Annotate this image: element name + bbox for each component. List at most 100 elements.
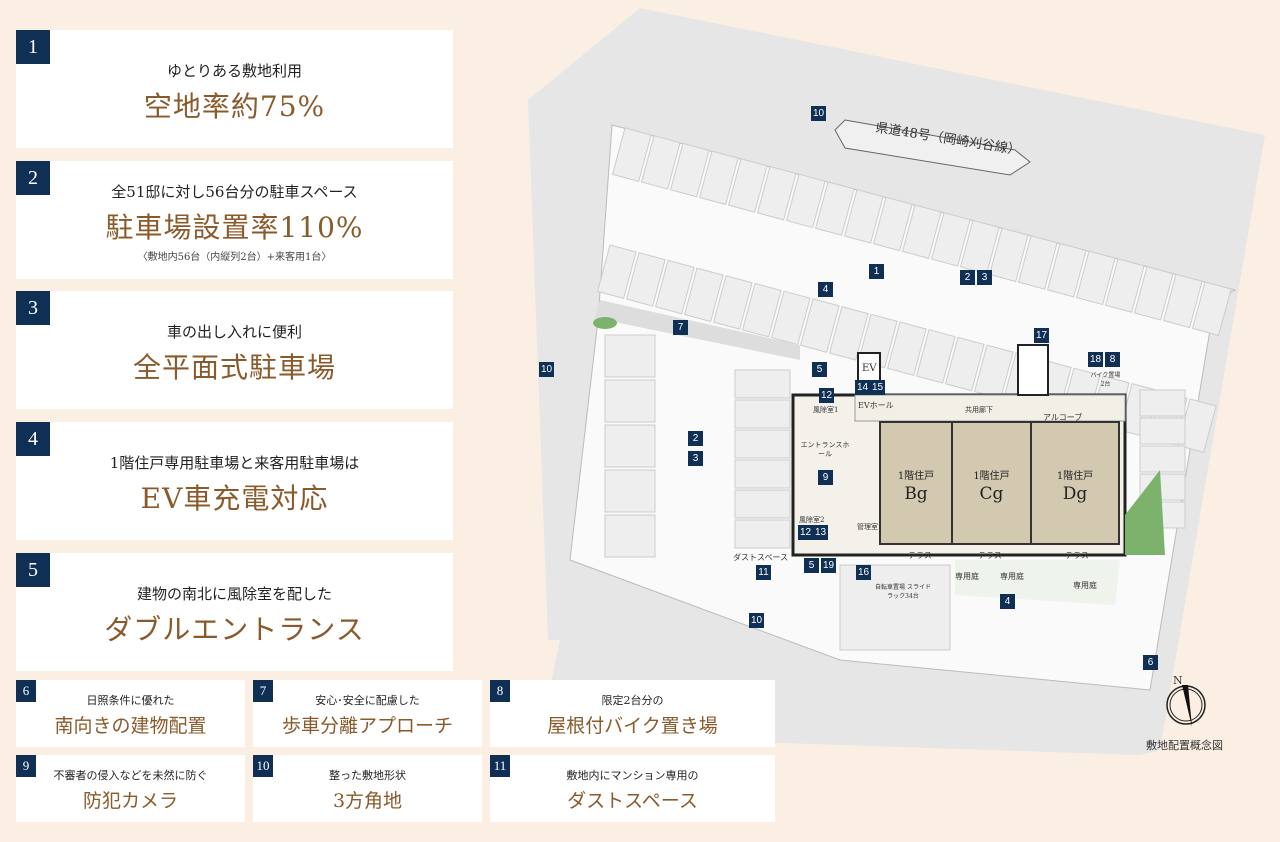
corridor-label: 共用廊下 bbox=[965, 406, 993, 414]
map-marker-3: 3 bbox=[977, 270, 992, 285]
parking-space bbox=[1133, 265, 1174, 321]
parking-space bbox=[1075, 250, 1116, 306]
parking-space bbox=[814, 181, 855, 236]
parking-space bbox=[930, 212, 971, 267]
parking-space bbox=[604, 379, 656, 423]
feature-number: 11 bbox=[490, 755, 510, 777]
feature-title: 全平面式駐車場 bbox=[132, 351, 336, 384]
feature-card-5: 5 建物の南北に風除室を配した ダブルエントランス bbox=[16, 553, 453, 671]
stairs-north bbox=[1017, 344, 1049, 396]
unit-name: Bg bbox=[904, 484, 928, 504]
feature-number: 3 bbox=[16, 291, 50, 325]
parking-space bbox=[1191, 281, 1232, 336]
feature-card-10: 10 整った敷地形状 3方角地 bbox=[253, 755, 482, 822]
parking-space bbox=[611, 127, 652, 182]
feature-number: 1 bbox=[16, 30, 50, 64]
feature-card-9: 9 不審者の侵入などを未然に防ぐ 防犯カメラ bbox=[16, 755, 245, 822]
feature-subtitle: 不審者の侵入などを未然に防ぐ bbox=[53, 769, 208, 782]
feature-number: 10 bbox=[253, 755, 273, 777]
feature-card-1: 1 ゆとりある敷地利用 空地率約75% bbox=[16, 30, 453, 148]
parking-space bbox=[734, 429, 791, 459]
parking-space bbox=[915, 329, 956, 384]
parking-space bbox=[683, 267, 724, 323]
feature-subtitle: 安心･安全に配慮した bbox=[315, 694, 420, 707]
map-marker-5: 5 bbox=[812, 362, 827, 377]
terrace-label: テラス bbox=[1065, 551, 1089, 560]
unit-floor: 1階住戸 bbox=[1056, 471, 1094, 482]
feature-title: 3方角地 bbox=[332, 790, 403, 812]
map-marker-2: 2 bbox=[688, 431, 703, 446]
parking-space bbox=[734, 369, 791, 399]
feature-title: 南向きの建物配置 bbox=[54, 715, 207, 737]
feature-number: 2 bbox=[16, 161, 50, 195]
map-marker-4: 4 bbox=[1000, 594, 1015, 609]
parking-space bbox=[625, 252, 666, 307]
feature-subtitle: 車の出し入れに便利 bbox=[166, 323, 302, 341]
road-label-arrow bbox=[834, 119, 1031, 176]
map-marker-12: 12 bbox=[819, 388, 835, 403]
parking-space bbox=[734, 489, 791, 519]
unit-bg: 1階住戸 Bg bbox=[880, 470, 952, 505]
ev-hall-label: EVホール bbox=[858, 401, 894, 410]
feature-title: 屋根付バイク置き場 bbox=[547, 715, 718, 737]
feature-title: ダブルエントランス bbox=[104, 613, 365, 646]
parking-space bbox=[1162, 273, 1203, 329]
map-marker-17: 17 bbox=[1034, 328, 1050, 343]
parking-space bbox=[1139, 445, 1186, 473]
feature-title: 歩車分離アプローチ bbox=[281, 715, 453, 737]
map-marker-10: 10 bbox=[749, 613, 765, 628]
feature-number: 4 bbox=[16, 422, 50, 456]
feature-subtitle: ゆとりある敷地利用 bbox=[166, 62, 302, 80]
map-marker-18: 18 bbox=[1088, 352, 1104, 367]
parking-space bbox=[727, 158, 768, 213]
parking-space bbox=[828, 305, 869, 361]
map-caption: 敷地配置概念図 bbox=[1146, 739, 1223, 752]
parking-space bbox=[886, 321, 927, 376]
green-east bbox=[1125, 470, 1165, 555]
parking-space bbox=[698, 150, 739, 206]
windbreak2-label: 風除室2 bbox=[799, 516, 825, 524]
map-marker-16: 16 bbox=[856, 565, 872, 580]
common-corridor bbox=[854, 394, 1126, 422]
parking-space bbox=[604, 334, 656, 378]
unit-dg: 1階住戸 Dg bbox=[1031, 470, 1119, 505]
unit-dg-area bbox=[1030, 421, 1120, 545]
windbreak1-label: 風除室1 bbox=[813, 406, 839, 414]
parking-space bbox=[1139, 389, 1186, 417]
feature-title: 防犯カメラ bbox=[82, 790, 178, 812]
feature-number: 7 bbox=[253, 680, 273, 702]
map-marker-8: 8 bbox=[1105, 352, 1120, 367]
unit-name: Dg bbox=[1062, 484, 1088, 504]
map-marker-15: 15 bbox=[870, 380, 886, 395]
private-garden-label: 専用庭 bbox=[955, 572, 979, 581]
map-marker-10: 10 bbox=[811, 106, 827, 121]
manager-room-label: 管理室 bbox=[857, 523, 878, 531]
private-garden-label: 専用庭 bbox=[1000, 572, 1024, 581]
parking-space bbox=[604, 514, 656, 558]
unit-floor: 1階住戸 bbox=[897, 471, 935, 482]
parking-space bbox=[640, 135, 681, 190]
map-marker-11: 11 bbox=[756, 565, 771, 580]
parking-space bbox=[770, 290, 811, 346]
feature-card-7: 7 安心･安全に配慮した 歩車分離アプローチ bbox=[253, 680, 482, 747]
map-marker-13: 13 bbox=[813, 525, 829, 540]
feature-subtitle: 整った敷地形状 bbox=[329, 769, 406, 782]
map-marker-19: 19 bbox=[821, 558, 837, 573]
map-marker-3: 3 bbox=[688, 451, 703, 466]
feature-title: EV車充電対応 bbox=[140, 482, 329, 515]
unit-bg-area bbox=[879, 421, 953, 545]
feature-title: 空地率約75% bbox=[143, 90, 326, 123]
feature-card-4: 4 1階住戸専用駐車場と来客用駐車場は EV車充電対応 bbox=[16, 422, 453, 540]
feature-card-8: 8 限定2台分の 屋根付バイク置き場 bbox=[490, 680, 775, 747]
private-garden-label: 専用庭 bbox=[1073, 581, 1097, 590]
alcove-label: アルコーブ bbox=[1043, 413, 1083, 422]
feature-subtitle: 限定2台分の bbox=[601, 694, 664, 707]
parking-space bbox=[596, 244, 637, 299]
parking-space bbox=[1104, 258, 1145, 313]
feature-number: 8 bbox=[490, 680, 510, 702]
compass-n: N bbox=[1173, 674, 1183, 687]
parking-space bbox=[604, 424, 656, 468]
parking-space bbox=[756, 165, 797, 221]
map-marker-2: 2 bbox=[960, 270, 975, 285]
